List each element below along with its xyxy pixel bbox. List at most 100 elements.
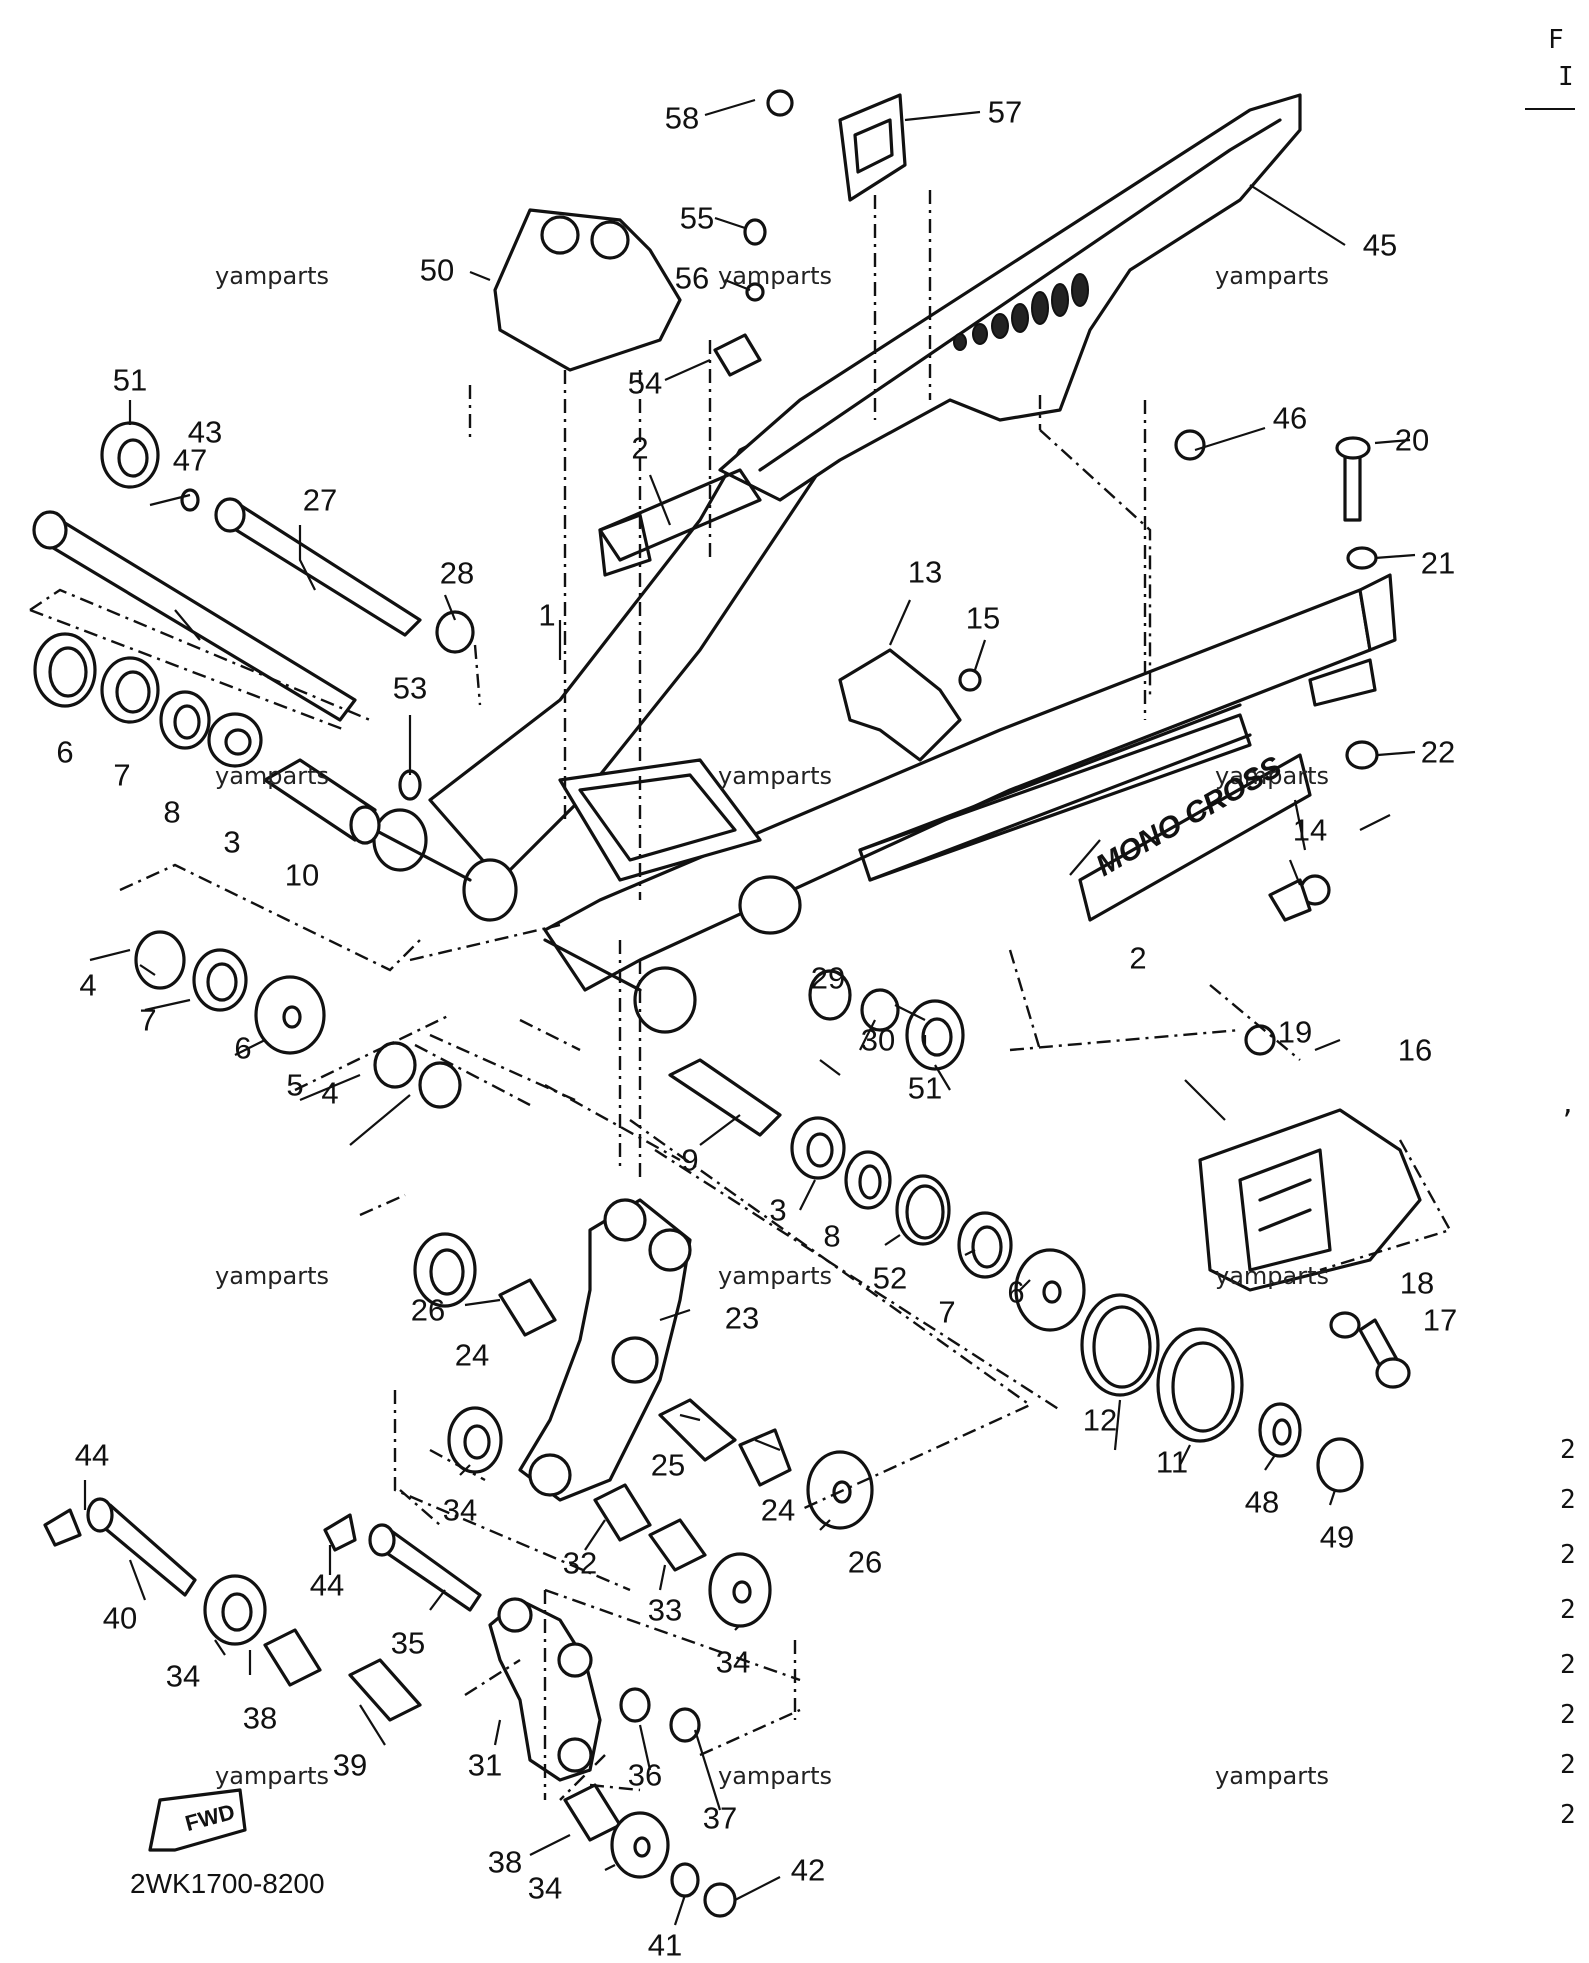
part-callout: 29 (810, 960, 846, 996)
part-callout: 26 (847, 1544, 883, 1580)
part-callout: 24 (760, 1492, 796, 1528)
edge-fragment: F (1548, 25, 1564, 55)
bolt-35-drawing (368, 1523, 482, 1612)
part-callout: 5 (286, 1067, 304, 1103)
watermark: yamparts (1215, 1262, 1330, 1290)
chain-support-drawing (493, 208, 682, 372)
brake-bracket-drawing (1198, 1108, 1422, 1292)
decal-drawing (598, 468, 1312, 922)
watermark: yamparts (1215, 762, 1330, 790)
edge-fragment: 2 (1560, 1750, 1576, 1780)
part-callout: 6 (1007, 1274, 1025, 1310)
edge-fragment: 2 (1560, 1650, 1576, 1680)
part-callout: 20 (1394, 422, 1430, 458)
part-callout: 3 (769, 1192, 787, 1228)
bolt-27-drawing (214, 497, 422, 637)
part-callout: 39 (332, 1747, 368, 1783)
bearings-and-collars-drawing (33, 89, 1379, 1918)
part-callout: 3 (223, 824, 241, 860)
part-callout: 15 (965, 600, 1001, 636)
fwd-arrow-drawing (148, 1788, 247, 1852)
edge-fragment: 2 (1560, 1595, 1576, 1625)
part-callout: 38 (242, 1700, 278, 1736)
part-callout: 17 (1422, 1302, 1458, 1338)
part-callout: 18 (1399, 1265, 1435, 1301)
watermark: yamparts (215, 262, 330, 290)
bolt-40-drawing (86, 1497, 197, 1597)
part-callout: 19 (1277, 1014, 1313, 1050)
relay-arm-drawing (518, 1198, 692, 1502)
part-callout: 34 (527, 1870, 563, 1906)
part-callout: 52 (872, 1260, 908, 1296)
chain-puller-drawing (838, 648, 962, 762)
edge-fragment: 2 (1560, 1485, 1576, 1515)
part-callout: 1 (538, 597, 556, 633)
part-callout: 55 (679, 200, 715, 236)
part-callout: 23 (724, 1300, 760, 1336)
part-callout: 21 (1420, 545, 1456, 581)
watermark: yamparts (718, 262, 833, 290)
part-callout: 43 (187, 414, 223, 450)
part-callout: 51 (112, 362, 148, 398)
part-callout: 53 (392, 670, 428, 706)
part-callout: 11 (1155, 1444, 1189, 1480)
part-callout: 25 (650, 1447, 686, 1483)
part-callout: 32 (562, 1545, 598, 1581)
leader-lines (83, 98, 1416, 1926)
edge-fragment: 2 (1560, 1800, 1576, 1830)
part-callout: 45 (1362, 227, 1398, 263)
part-callout: 6 (234, 1030, 252, 1066)
part-callout: 40 (102, 1600, 138, 1636)
watermark: yamparts (215, 762, 330, 790)
part-callout: 36 (627, 1757, 663, 1793)
part-callout: 49 (1319, 1519, 1355, 1555)
part-callout: 38 (487, 1844, 523, 1880)
part-callout: 44 (74, 1437, 110, 1473)
part-callout: 37 (702, 1800, 738, 1836)
part-callout: 24 (454, 1337, 490, 1373)
part-callout: 8 (823, 1218, 841, 1254)
plate-drawing (838, 93, 907, 202)
edge-fragment: 2 (1560, 1540, 1576, 1570)
watermark: yamparts (215, 1262, 330, 1290)
chain-guard-drawing (598, 93, 1302, 577)
part-callout: 10 (284, 857, 320, 893)
part-callout: 33 (647, 1592, 683, 1628)
part-callout: 34 (165, 1658, 201, 1694)
part-callout: 31 (467, 1747, 503, 1783)
part-callout: 2 (1129, 940, 1147, 976)
part-callout: 28 (439, 555, 475, 591)
part-callout: 8 (163, 794, 181, 830)
edge-fragment: 2 (1560, 1700, 1576, 1730)
pivot-shaft-drawing (32, 510, 357, 722)
part-callout: 34 (715, 1644, 751, 1680)
swingarm-drawing (372, 418, 1397, 1034)
edge-fragment: I (1558, 62, 1574, 92)
watermark: yamparts (718, 762, 833, 790)
part-callout: 35 (390, 1625, 426, 1661)
part-callout: 6 (56, 734, 74, 770)
part-callout: 22 (1420, 734, 1456, 770)
part-callout: 13 (907, 554, 943, 590)
part-callout: 2 (631, 430, 649, 466)
watermark: yamparts (718, 1762, 833, 1790)
edge-rule (1525, 108, 1575, 110)
part-callout: 48 (1244, 1484, 1280, 1520)
part-callout: 50 (419, 252, 455, 288)
part-callout: 27 (302, 482, 338, 518)
part-callout: 44 (309, 1567, 345, 1603)
part-callout: 34 (442, 1492, 478, 1528)
part-callout: 54 (627, 365, 663, 401)
part-callout: 7 (113, 757, 131, 793)
part-callout: 46 (1272, 400, 1308, 436)
watermark: yamparts (1215, 1762, 1330, 1790)
part-callout: 7 (938, 1294, 956, 1330)
part-callout: 14 (1292, 812, 1328, 848)
bolt-20-drawing (1343, 448, 1362, 522)
watermark: yamparts (718, 1262, 833, 1290)
part-callout: 4 (321, 1075, 339, 1111)
part-callout: 12 (1082, 1402, 1118, 1438)
watermark: yamparts (215, 1762, 330, 1790)
part-callout: 58 (664, 100, 700, 136)
